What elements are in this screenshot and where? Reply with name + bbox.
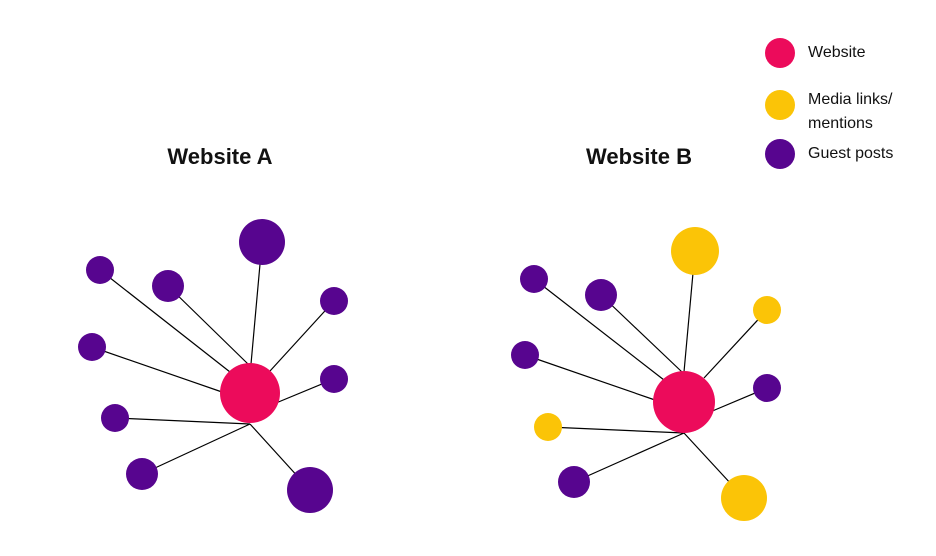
- guest-post-node: [320, 365, 348, 393]
- guest-post-node: [753, 374, 781, 402]
- guest-dot-icon: [765, 139, 795, 169]
- edge: [167, 285, 249, 365]
- website-a-title: Website A: [167, 144, 273, 169]
- website-a-graph: [78, 219, 348, 513]
- media-dot-icon: [765, 90, 795, 120]
- website-b-graph: [511, 227, 781, 521]
- website-dot-icon: [765, 38, 795, 68]
- media-link-node: [671, 227, 719, 275]
- guest-post-node: [78, 333, 106, 361]
- media-link-node: [753, 296, 781, 324]
- guest-post-node: [239, 219, 285, 265]
- legend-item-guest: Guest posts: [765, 139, 893, 169]
- guest-post-node: [126, 458, 158, 490]
- legend-label-website: Website: [808, 44, 866, 61]
- edge: [573, 432, 685, 483]
- guest-post-node: [511, 341, 539, 369]
- guest-post-node: [152, 270, 184, 302]
- edge: [703, 309, 768, 379]
- website-b-title: Website B: [586, 144, 692, 169]
- guest-post-node: [520, 265, 548, 293]
- guest-post-node: [86, 256, 114, 284]
- media-link-node: [534, 413, 562, 441]
- nodes: [78, 219, 348, 513]
- legend-label-guest: Guest posts: [808, 145, 894, 162]
- legend-label-media: Media links/ mentions: [808, 91, 893, 132]
- website-hub-node: [653, 371, 715, 433]
- edge: [141, 423, 251, 475]
- legend-item-media: Media links/ mentions: [765, 88, 928, 136]
- edge: [600, 294, 683, 373]
- guest-post-node: [101, 404, 129, 432]
- edge: [547, 426, 685, 434]
- guest-post-node: [287, 467, 333, 513]
- edge: [91, 346, 223, 393]
- edges: [91, 241, 335, 491]
- edge: [114, 417, 251, 425]
- website-hub-node: [220, 363, 280, 423]
- guest-post-node: [585, 279, 617, 311]
- edge: [533, 278, 665, 381]
- nodes: [511, 227, 781, 521]
- guest-post-node: [558, 466, 590, 498]
- edge: [99, 269, 231, 373]
- legend-item-website: Website: [765, 38, 866, 68]
- edge: [269, 300, 335, 372]
- edge: [524, 354, 656, 401]
- guest-post-node: [320, 287, 348, 315]
- edges: [524, 250, 768, 499]
- media-link-node: [721, 475, 767, 521]
